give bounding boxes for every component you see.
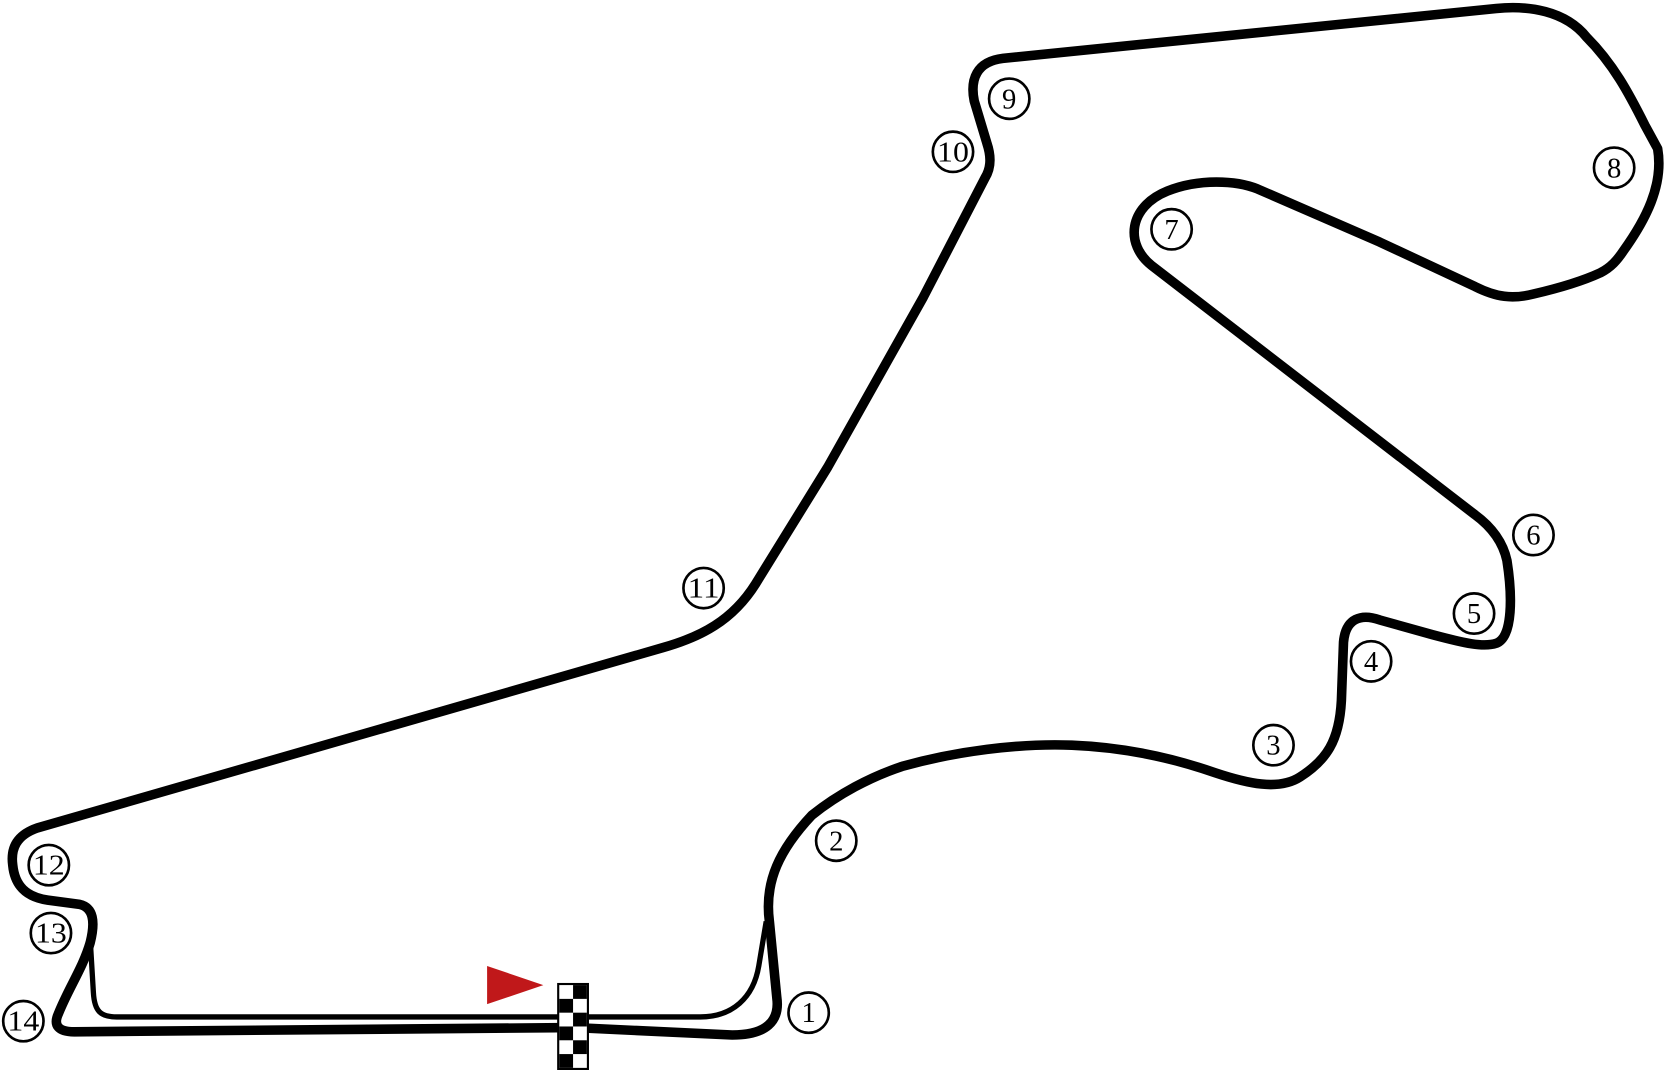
turn-number: 9 <box>1002 83 1016 115</box>
flag-square <box>559 1054 574 1068</box>
turn-number: 1 <box>801 997 815 1029</box>
flag-square <box>573 985 587 999</box>
turn-marker-8: 8 <box>1592 146 1636 190</box>
turn-circle <box>29 911 73 955</box>
turn-circle <box>1511 513 1555 557</box>
start-direction-arrow <box>487 965 544 1005</box>
turn-marker-3: 3 <box>1251 723 1295 767</box>
turn-circle <box>27 843 71 887</box>
start-finish-line <box>557 982 589 1070</box>
turn-marker-5: 5 <box>1452 592 1496 636</box>
turn-number: 5 <box>1467 598 1481 630</box>
turn-marker-12: 12 <box>27 843 71 887</box>
flag-square <box>559 1026 574 1041</box>
turn-marker-11: 11 <box>682 566 726 610</box>
turn-marker-13: 13 <box>29 911 73 955</box>
turn-circle <box>1592 146 1636 190</box>
turn-marker-2: 2 <box>814 819 858 863</box>
turn-number: 3 <box>1266 730 1280 762</box>
turn-number: 11 <box>688 573 720 605</box>
race-track <box>7 2 1664 1040</box>
pit-lane <box>87 920 769 1020</box>
turn-number: 14 <box>7 1006 39 1038</box>
turn-circle <box>987 77 1031 121</box>
turn-marker-6: 6 <box>1511 513 1555 557</box>
turn-marker-14: 14 <box>1 999 45 1043</box>
turn-marker-4: 4 <box>1349 639 1393 683</box>
turn-circle <box>814 819 858 863</box>
turn-circle <box>787 991 831 1035</box>
turn-circle <box>682 566 726 610</box>
turn-circle <box>1251 723 1295 767</box>
turn-circle <box>931 130 975 174</box>
turn-number: 8 <box>1607 152 1621 184</box>
turn-marker-9: 9 <box>987 77 1031 121</box>
turn-number: 12 <box>33 850 65 882</box>
turn-number: 2 <box>829 825 843 857</box>
turn-marker-1: 1 <box>787 991 831 1035</box>
turn-circle <box>1150 207 1194 251</box>
flag-square <box>559 998 574 1013</box>
turn-marker-7: 7 <box>1150 207 1194 251</box>
turn-marker-10: 10 <box>931 130 975 174</box>
turn-number: 10 <box>937 136 969 168</box>
turn-number: 4 <box>1364 646 1378 678</box>
flag-square <box>573 1012 587 1027</box>
turn-circle <box>1349 639 1393 683</box>
turn-circle <box>1 999 45 1043</box>
flag-square <box>573 1040 587 1055</box>
turn-number: 7 <box>1164 214 1178 246</box>
turn-circle <box>1452 592 1496 636</box>
turn-number: 13 <box>35 918 67 950</box>
turn-number: 6 <box>1526 520 1540 552</box>
